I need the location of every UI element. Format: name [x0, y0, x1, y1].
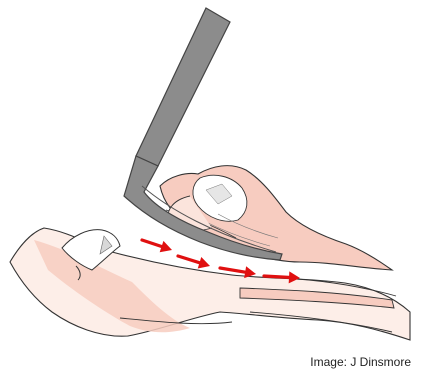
direction-arrow-1: [142, 240, 172, 252]
image-credit: Image: J Dinsmore: [310, 355, 411, 369]
direction-arrow-2: [178, 256, 210, 268]
